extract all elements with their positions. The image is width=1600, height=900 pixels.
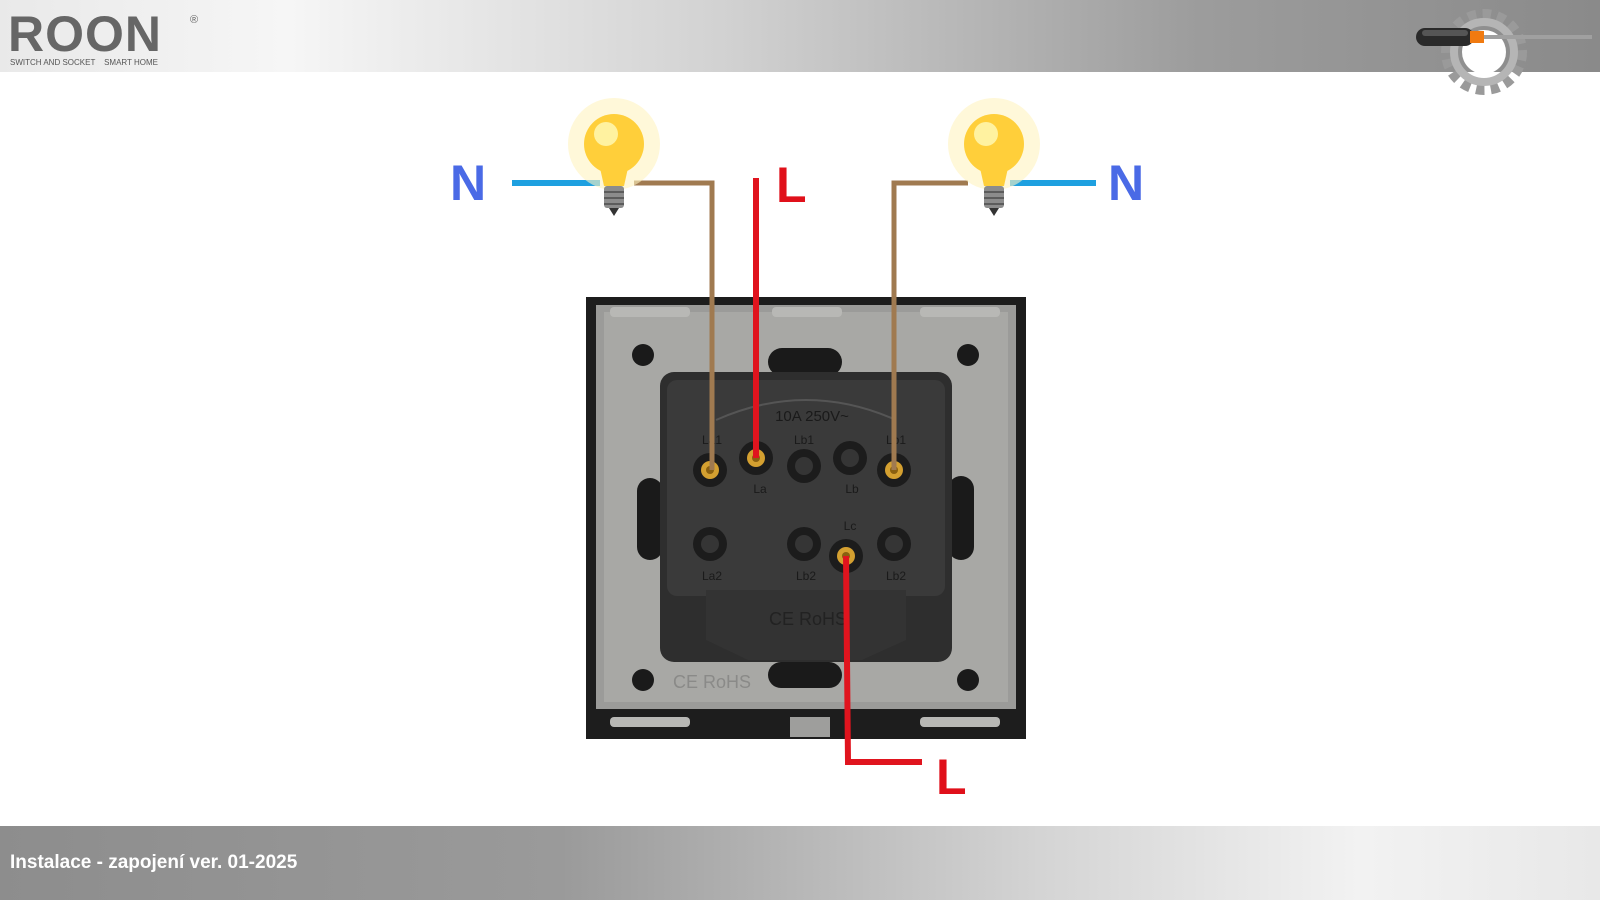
- neutral-label-right: N: [1108, 155, 1145, 211]
- live-wire-bottom: [843, 555, 922, 765]
- switch-rating: 10A 250V~: [775, 408, 849, 425]
- plate-mark: CE RoHS: [673, 672, 751, 692]
- logo-registered-mark: ®: [190, 14, 199, 26]
- mount-hole: [632, 344, 654, 366]
- logo-tagline: SWITCH AND SOCKET SMART HOME: [10, 58, 159, 67]
- switched-wire-right: [891, 180, 968, 470]
- svg-text:Lb2: Lb2: [796, 569, 816, 583]
- mount-hole: [632, 669, 654, 691]
- neutral-label-left: N: [450, 155, 487, 211]
- mount-hole: [957, 669, 979, 691]
- switched-wire-left: [634, 180, 715, 470]
- terminal-lb2-right: Lb2: [877, 527, 911, 583]
- svg-text:La: La: [753, 482, 767, 496]
- mount-hole: [957, 344, 979, 366]
- svg-text:Lb1: Lb1: [794, 433, 814, 447]
- logo-brand: ROON: [8, 6, 162, 62]
- footer-bar: Instalace - zapojení ver. 01-2025: [0, 826, 1600, 900]
- wiring-diagram: 10A 250V~ CE RoHS CE RoHS La1 La Lb1 Lb …: [512, 98, 1096, 765]
- terminal-lb: Lb: [833, 441, 867, 496]
- screwdriver-gear-icon: [1416, 9, 1592, 95]
- footer-caption: Instalace - zapojení ver. 01-2025: [10, 852, 298, 873]
- header-bar: ROON ® SWITCH AND SOCKET SMART HOME: [0, 0, 1600, 95]
- svg-text:Lb2: Lb2: [886, 569, 906, 583]
- svg-text:La2: La2: [702, 569, 722, 583]
- light-bulb-icon: [948, 98, 1040, 216]
- terminal-lb2-left: Lb2: [787, 527, 821, 583]
- svg-text:Lb: Lb: [845, 482, 859, 496]
- terminal-lb1-left: Lb1: [787, 433, 821, 483]
- live-label-top: L: [776, 157, 807, 213]
- svg-text:Lc: Lc: [844, 519, 857, 533]
- terminal-la2: La2: [693, 527, 727, 583]
- light-bulb-icon: [568, 98, 660, 216]
- mechanism-mark: CE RoHS: [769, 609, 847, 629]
- roon-logo: ROON ® SWITCH AND SOCKET SMART HOME: [8, 6, 208, 68]
- live-label-bottom: L: [936, 749, 967, 805]
